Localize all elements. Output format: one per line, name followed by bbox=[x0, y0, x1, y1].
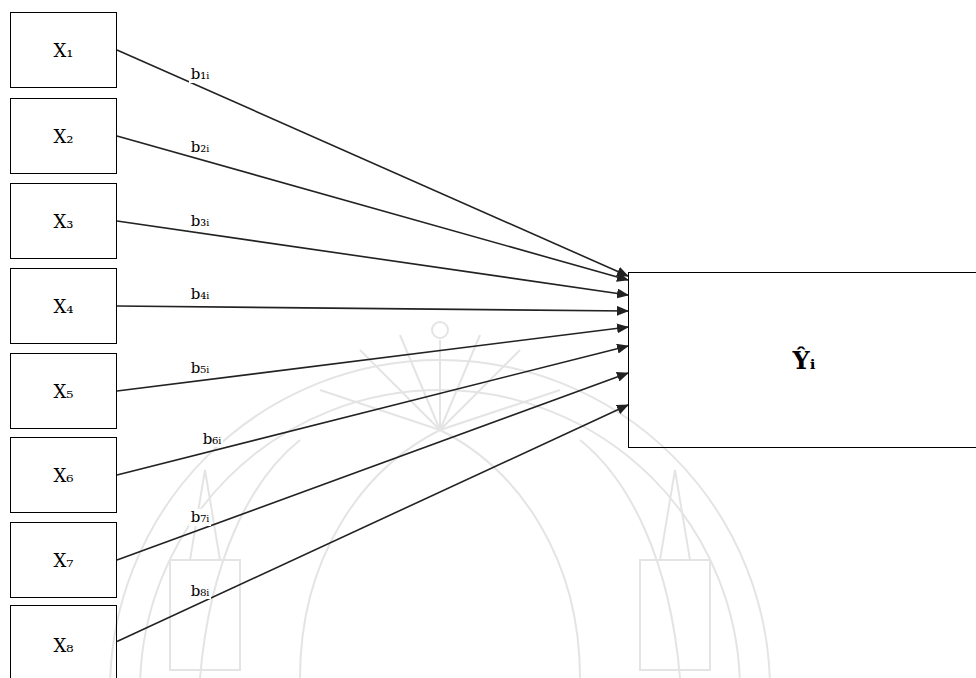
variable-label: X₃ bbox=[53, 211, 73, 232]
predictor-box: X₅ bbox=[10, 353, 117, 429]
predictor-box: X₂ bbox=[10, 98, 117, 174]
outcome-box: Ŷᵢ bbox=[628, 272, 976, 448]
predictor-box: X₇ bbox=[10, 522, 117, 598]
predictor-box: X₁ bbox=[10, 12, 117, 88]
coefficient-label: b₇ᵢ bbox=[189, 509, 212, 526]
coefficient-label: b₆ᵢ bbox=[201, 431, 224, 448]
path-arrow bbox=[117, 346, 628, 475]
coefficient-label: b₅ᵢ bbox=[189, 360, 212, 377]
predictor-box: X₃ bbox=[10, 183, 117, 259]
variable-label: X₅ bbox=[53, 381, 73, 402]
path-arrow bbox=[117, 373, 628, 560]
path-arrow bbox=[117, 405, 628, 642]
predictor-box: X₆ bbox=[10, 437, 117, 513]
variable-label: X₂ bbox=[53, 126, 73, 147]
path-arrow bbox=[117, 306, 628, 311]
path-arrow bbox=[117, 221, 628, 295]
predictor-box: X₄ bbox=[10, 268, 117, 344]
outcome-label: Ŷᵢ bbox=[793, 346, 816, 375]
coefficient-label: b₃ᵢ bbox=[189, 213, 212, 230]
path-arrow bbox=[117, 50, 628, 276]
predictor-box: X₈ bbox=[10, 605, 117, 678]
variable-label: X₄ bbox=[53, 296, 73, 317]
variable-label: X₆ bbox=[53, 465, 73, 486]
variable-label: X₇ bbox=[53, 550, 73, 571]
coefficient-label: b₁ᵢ bbox=[189, 66, 212, 83]
variable-label: X₈ bbox=[53, 635, 73, 656]
variable-label: X₁ bbox=[53, 40, 73, 61]
coefficient-label: b₂ᵢ bbox=[189, 139, 212, 156]
path-arrow bbox=[117, 327, 628, 391]
coefficient-label: b₈ᵢ bbox=[189, 583, 212, 600]
coefficient-label: b₄ᵢ bbox=[189, 286, 212, 303]
